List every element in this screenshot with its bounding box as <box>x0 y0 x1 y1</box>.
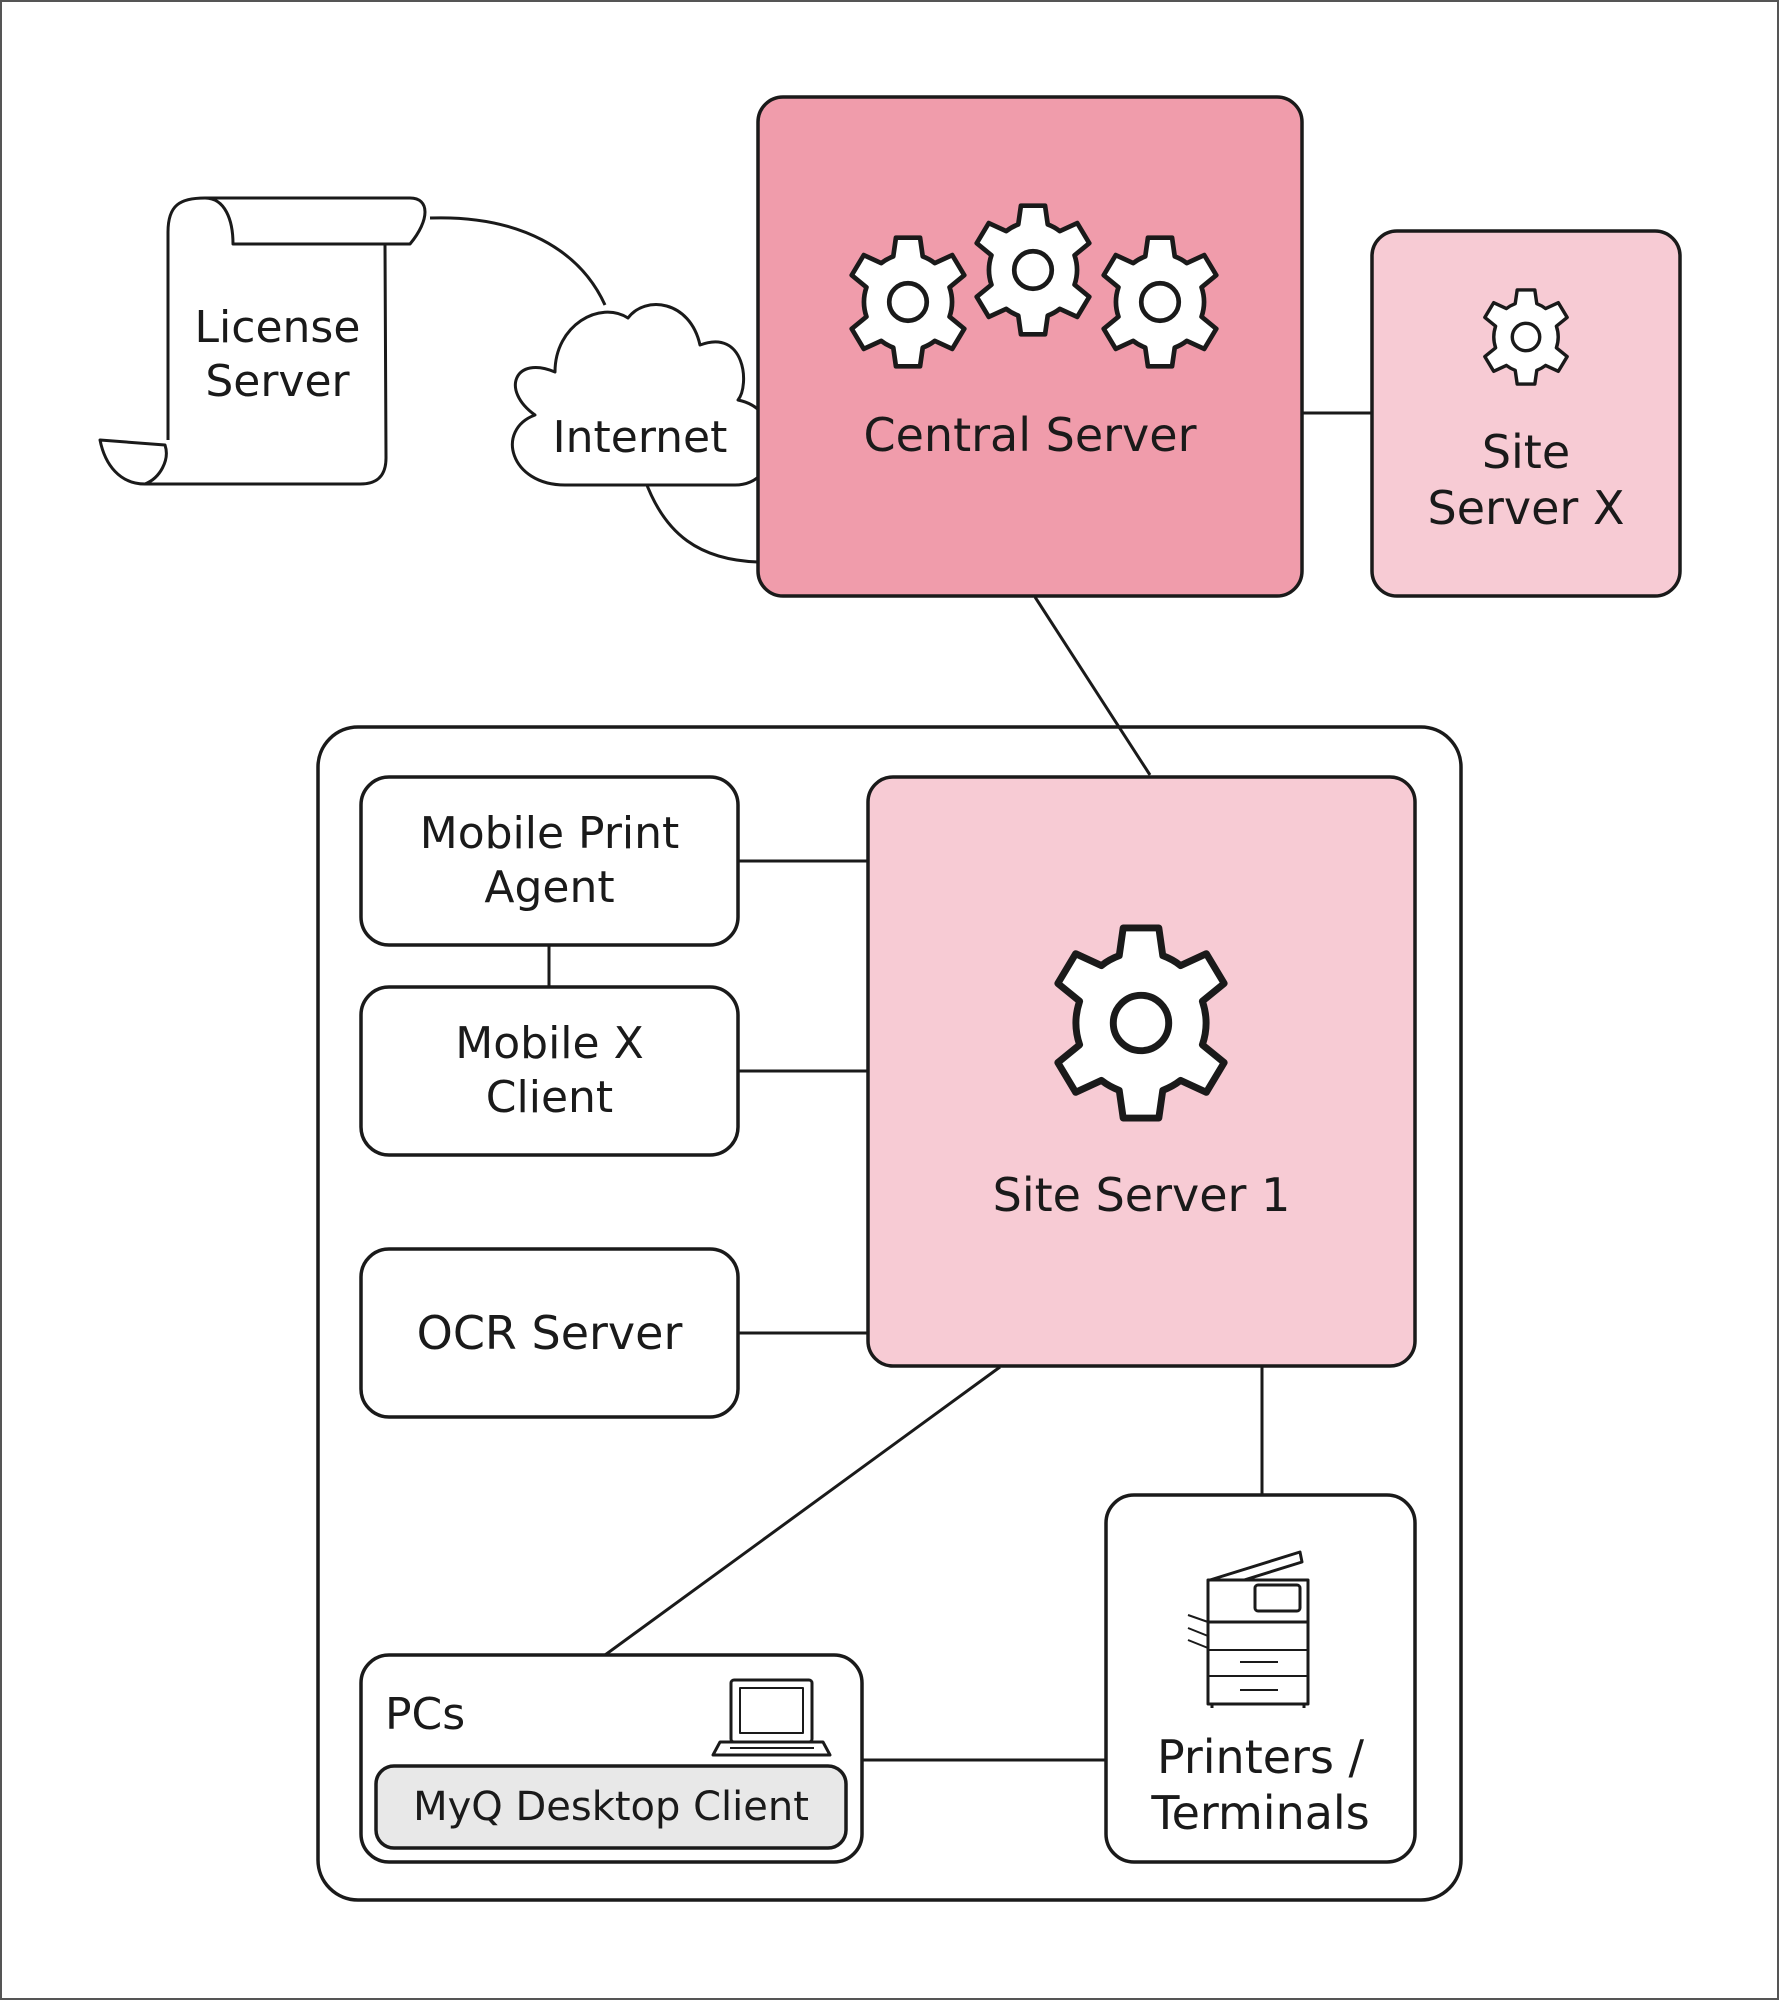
cloud-icon <box>510 303 775 487</box>
gear-icon <box>1483 288 1569 386</box>
pcs-label: PCs <box>385 1689 466 1741</box>
ocr-server-box <box>359 1247 740 1419</box>
laptop-icon <box>711 1678 832 1757</box>
connector-site1-pcs <box>604 1365 1001 1657</box>
mobile-x-client-box <box>359 985 740 1157</box>
myq-desktop-client-label: MyQ Desktop Client <box>413 1783 809 1830</box>
connector-central-site1 <box>1033 596 1152 776</box>
license-server-node <box>98 196 427 486</box>
connector-license-internet <box>429 216 607 306</box>
gear-icon <box>1104 238 1217 367</box>
connectors <box>429 216 1372 1762</box>
scroll-icon <box>98 196 427 486</box>
gear-icon <box>852 238 965 367</box>
printers-terminals-label: Printers /Terminals <box>1151 1729 1370 1840</box>
central-server-label: Central Server <box>863 407 1197 462</box>
mobile-print-agent-box <box>359 775 740 947</box>
site-server-x-box <box>1370 229 1682 598</box>
site-group-container <box>316 725 1463 1902</box>
myq-desktop-client-box <box>374 1764 848 1850</box>
gear-icon <box>1058 928 1224 1118</box>
internet-label: Internet <box>552 411 728 463</box>
gear-icon <box>977 206 1090 335</box>
site-server-1-label: Site Server 1 <box>992 1167 1291 1222</box>
connector-internet-central <box>643 479 759 564</box>
printer-icon <box>1187 1550 1310 1708</box>
central-server-box <box>756 95 1304 598</box>
ocr-server-label: OCR Server <box>416 1305 683 1360</box>
